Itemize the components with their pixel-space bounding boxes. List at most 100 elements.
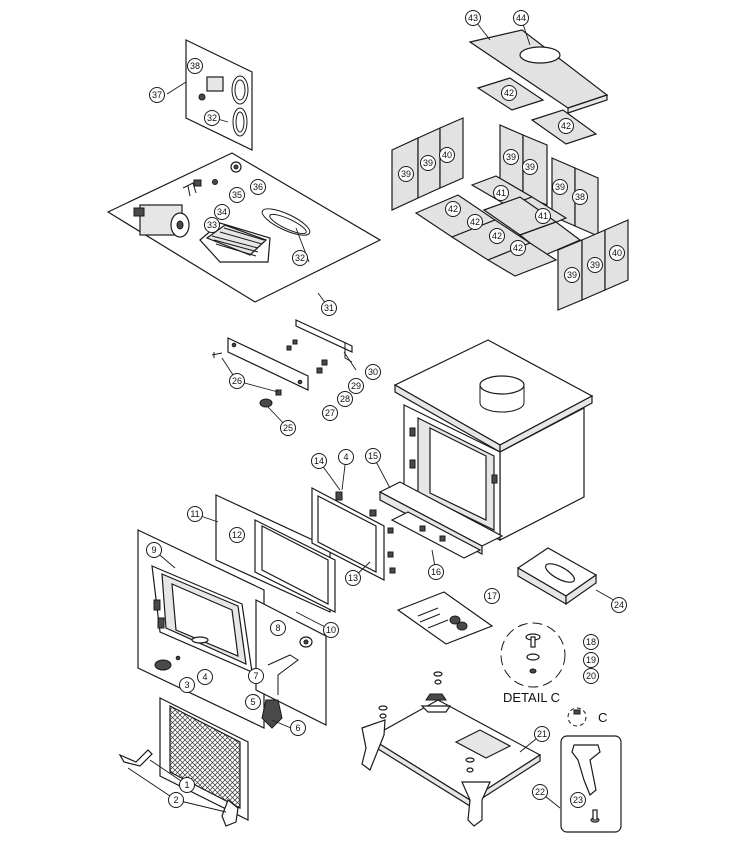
callout-circle — [290, 720, 306, 736]
callout-circle — [321, 300, 337, 316]
callout-circle — [420, 155, 436, 171]
callout-circle — [587, 257, 603, 273]
callout-circle — [280, 420, 296, 436]
callout-number: 31 — [324, 303, 334, 313]
callout-39: 39 — [552, 179, 568, 195]
callout-44: 44 — [513, 10, 529, 26]
callout-33: 33 — [204, 217, 220, 233]
callout-38: 38 — [187, 58, 203, 74]
callout-circle — [493, 185, 509, 201]
callout-38: 38 — [572, 189, 588, 205]
callout-20: 20 — [583, 668, 599, 684]
callout-circle — [250, 179, 266, 195]
callout-number: 12 — [232, 530, 242, 540]
bracket-34 — [182, 182, 197, 197]
leg-assembly: C — [361, 671, 622, 833]
door-handle-7 — [267, 654, 299, 695]
callout-number: 27 — [325, 408, 335, 418]
callout-circle — [214, 204, 230, 220]
callout-12: 12 — [229, 527, 245, 543]
callout-4: 4 — [338, 449, 354, 465]
screen-handle-right — [221, 799, 239, 827]
flue-collar — [479, 375, 525, 395]
callout-number: 20 — [586, 671, 596, 681]
callout-6: 6 — [290, 720, 306, 736]
callout-number: 6 — [295, 723, 300, 733]
callout-14: 14 — [311, 453, 327, 469]
callout-27: 27 — [322, 405, 338, 421]
callout-number: 4 — [202, 672, 207, 682]
callout-circle — [197, 669, 213, 685]
callout-29: 29 — [348, 378, 364, 394]
callout-number: 42 — [470, 217, 480, 227]
callout-40: 40 — [439, 147, 455, 163]
leg-front — [461, 781, 491, 827]
detail-c-ref: C — [598, 710, 607, 725]
callout-1: 1 — [179, 777, 195, 793]
callout-circle — [338, 449, 354, 465]
callout-number: 24 — [614, 600, 624, 610]
callout-number: 18 — [586, 637, 596, 647]
control-kit-sheet — [185, 39, 253, 151]
callout-number: 35 — [232, 190, 242, 200]
accessory-sheet — [396, 591, 494, 645]
callout-2: 2 — [168, 792, 184, 808]
callout-32: 32 — [292, 250, 308, 266]
callout-number: 39 — [555, 182, 565, 192]
callout-number: 43 — [468, 13, 478, 23]
callout-number: 44 — [516, 13, 526, 23]
callout-circle — [322, 405, 338, 421]
callout-circle — [467, 214, 483, 230]
callout-circle — [465, 10, 481, 26]
callout-circle — [179, 777, 195, 793]
screen-handle-left — [118, 749, 153, 767]
callout-circle — [534, 726, 550, 742]
callout-circle — [583, 634, 599, 650]
callout-number: 7 — [253, 671, 258, 681]
callout-number: 22 — [535, 787, 545, 797]
callout-circle — [365, 364, 381, 380]
callout-15: 15 — [365, 448, 381, 464]
callout-number: 39 — [567, 270, 577, 280]
callout-number: 3 — [184, 680, 189, 690]
callout-number: 8 — [275, 623, 280, 633]
callout-circle — [439, 147, 455, 163]
callout-circle — [311, 453, 327, 469]
callout-circle — [204, 110, 220, 126]
callout-circle — [292, 250, 308, 266]
callout-circle — [583, 668, 599, 684]
coil-wire-1 — [231, 75, 249, 105]
callout-circle — [611, 597, 627, 613]
stove-body — [378, 339, 594, 555]
callout-13: 13 — [345, 570, 361, 586]
callout-number: 40 — [442, 150, 452, 160]
callout-8: 8 — [270, 620, 286, 636]
callout-17: 17 — [484, 588, 500, 604]
rivet-27 — [275, 389, 282, 396]
callout-23: 23 — [570, 792, 586, 808]
callout-25: 25 — [280, 420, 296, 436]
callout-3: 3 — [179, 677, 195, 693]
callout-35: 35 — [229, 187, 245, 203]
callout-42: 42 — [445, 201, 461, 217]
callout-number: 39 — [506, 152, 516, 162]
callout-number: 28 — [340, 394, 350, 404]
callout-circle — [570, 792, 586, 808]
blower-kit-panel — [106, 152, 382, 303]
callout-42: 42 — [467, 214, 483, 230]
callout-39: 39 — [398, 166, 414, 182]
leg-detail — [571, 744, 601, 796]
callout-32: 32 — [204, 110, 220, 126]
fastener-35 — [212, 179, 218, 185]
fireplace-screen — [118, 697, 249, 827]
control-kit-panel — [185, 39, 253, 151]
callout-39: 39 — [587, 257, 603, 273]
screw-28 — [316, 367, 323, 374]
callout-circle — [522, 159, 538, 175]
callout-number: 10 — [326, 625, 336, 635]
detail-c-label: DETAIL C — [503, 690, 560, 705]
callout-number: 5 — [250, 697, 255, 707]
callout-circle — [501, 85, 517, 101]
